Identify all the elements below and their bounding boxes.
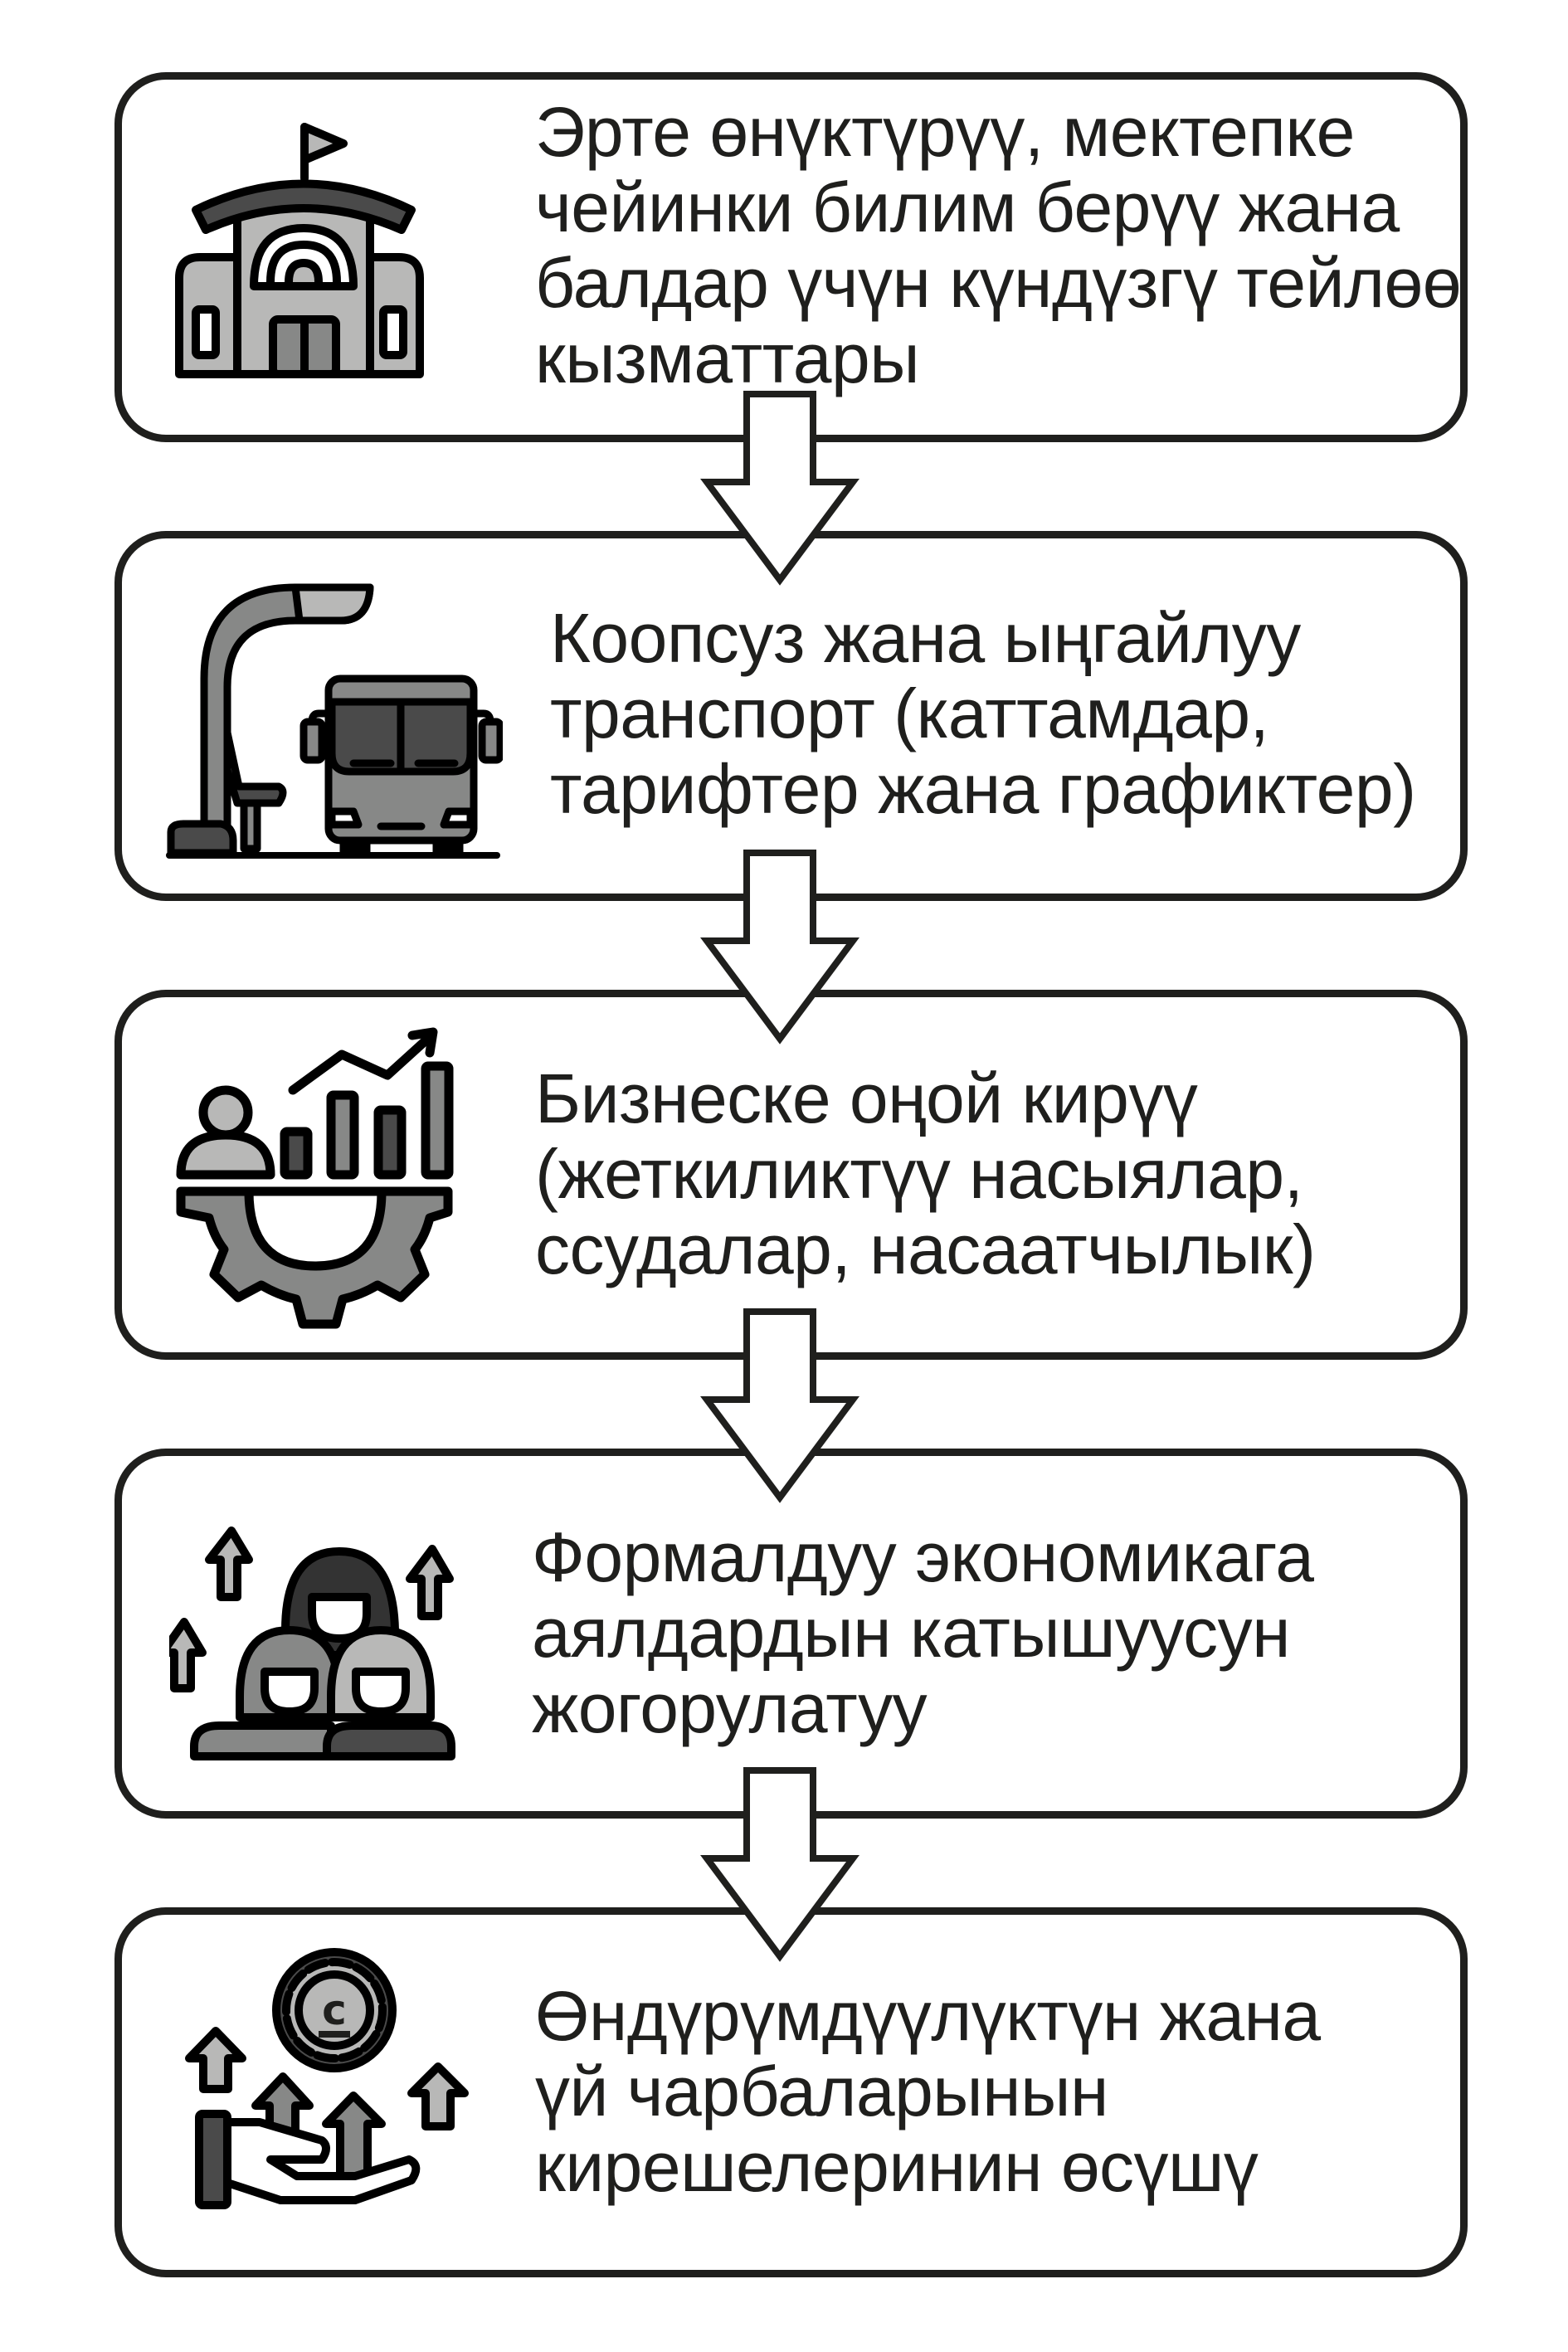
income-growth-icon: с xyxy=(185,1948,469,2209)
down-arrow-icon xyxy=(700,850,859,1045)
step-label: Формалдуу экономикага аялдардын катышуус… xyxy=(532,1520,1314,1746)
step-label-line: (жеткиликтүү насыялар, xyxy=(535,1135,1303,1213)
down-arrow-icon xyxy=(700,1308,859,1503)
som-currency-symbol: с xyxy=(322,1986,347,2034)
step-label: Өндүрүмдүүлүктүн жана үй чарбаларынын ки… xyxy=(535,1979,1321,2205)
step-label-line: кирешелеринин өсүшү xyxy=(535,2128,1259,2206)
step-label: Эрте өнүктүрүү, мектепке чейинки билим б… xyxy=(535,95,1461,397)
step-label-line: Коопсуз жана ыңгайлуу xyxy=(550,599,1301,677)
step-label-line: үй чарбаларынын xyxy=(535,2053,1108,2130)
step-label-line: тарифтер жана графиктер) xyxy=(550,750,1416,828)
step-label: Бизнеске оңой кирүү (жеткиликтүү насыяла… xyxy=(535,1059,1316,1288)
business-growth-icon xyxy=(176,1027,454,1329)
step-label-line: кызматтары xyxy=(535,319,920,397)
women-empowerment-icon xyxy=(169,1527,455,1760)
step-label-line: Эрте өнүктүрүү, мектепке xyxy=(535,93,1355,171)
step-label-line: аялдардын катышуусун xyxy=(532,1594,1290,1672)
bus-stop-icon xyxy=(166,583,503,859)
step-label-line: Өндүрүмдүүлүктүн жана xyxy=(535,1977,1321,2055)
step-label-line: жогорулатуу xyxy=(532,1669,928,1747)
step-label-line: Формалдуу экономикага xyxy=(532,1518,1314,1596)
step-label-line: ссудалар, насаатчылык) xyxy=(535,1210,1316,1288)
step-label-line: Бизнеске оңой кирүү xyxy=(535,1059,1198,1137)
down-arrow-icon xyxy=(700,391,859,586)
step-label-line: балдар үчүн күндүзгү тейлөө xyxy=(535,244,1461,322)
step-label-line: чейинки билим берүү жана xyxy=(535,168,1400,246)
school-building-icon xyxy=(175,123,424,378)
down-arrow-icon xyxy=(700,1767,859,1962)
step-label: Коопсуз жана ыңгайлуу транспорт (каттамд… xyxy=(550,601,1416,827)
step-label-line: транспорт (каттамдар, xyxy=(550,674,1269,752)
